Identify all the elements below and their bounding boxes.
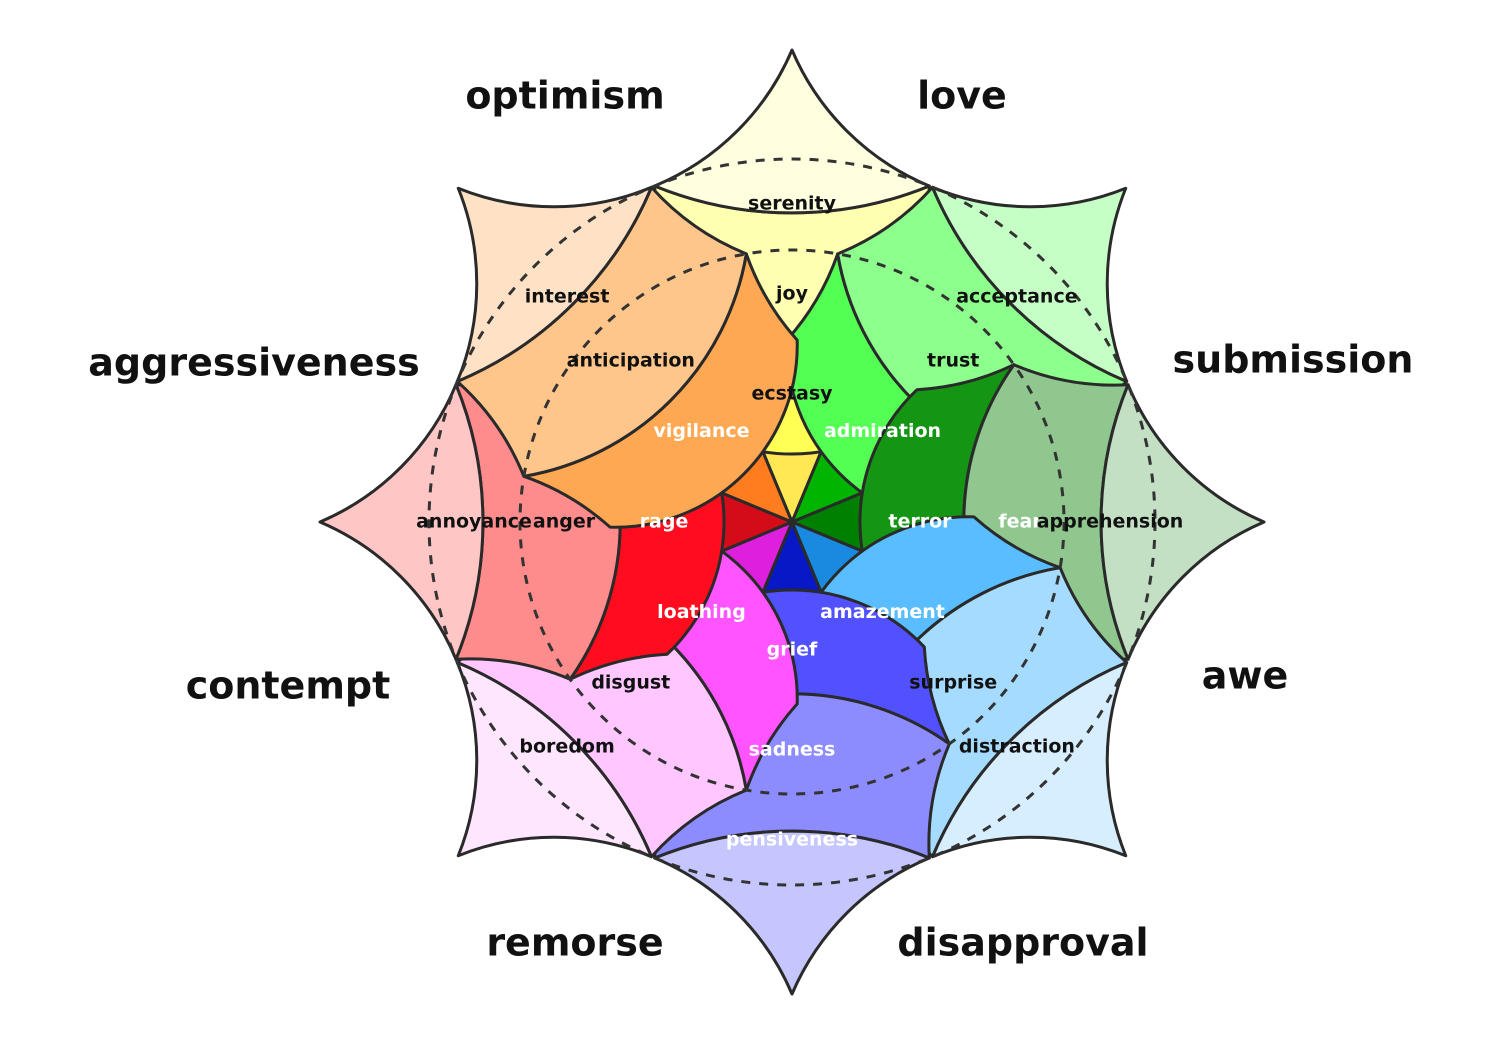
- dyad-label-love: love: [917, 74, 1007, 118]
- emotion-label-terror: terror: [888, 511, 952, 533]
- petal-surprise-tip-segment: [931, 661, 1129, 859]
- emotion-label-anger: anger: [533, 511, 596, 533]
- petal-anger-tip-segment: [318, 383, 485, 661]
- dyad-labels: love submission awe disapproval remorse conte…: [88, 74, 1413, 965]
- emotion-label-vigilance: vigilance: [653, 420, 749, 442]
- emotion-labels: ecstasy joy serenity admiration trust accepta…: [416, 193, 1183, 851]
- petal-sadness-tip-segment: [653, 829, 931, 996]
- emotion-label-anticipation: anticipation: [567, 349, 695, 371]
- petal-trust-tip-segment: [931, 185, 1129, 383]
- dyad-label-remorse: remorse: [486, 921, 663, 965]
- emotion-label-fear: fear: [998, 511, 1042, 533]
- emotion-label-acceptance: acceptance: [956, 286, 1077, 308]
- emotion-label-joy: joy: [775, 283, 809, 305]
- dyad-label-submission: submission: [1173, 338, 1414, 382]
- emotion-label-distraction: distraction: [959, 735, 1075, 757]
- emotion-label-pensiveness: pensiveness: [726, 829, 858, 851]
- dyad-label-aggressiveness: aggressiveness: [88, 341, 419, 385]
- dyad-label-awe: awe: [1202, 654, 1289, 698]
- emotion-label-rage: rage: [640, 511, 689, 533]
- emotion-label-amazement: amazement: [820, 601, 945, 623]
- dyad-label-contempt: contempt: [186, 664, 391, 708]
- dyad-label-disapproval: disapproval: [897, 921, 1148, 965]
- guide-circles: [427, 157, 1157, 887]
- emotion-label-apprehension: apprehension: [1037, 511, 1184, 533]
- emotion-label-interest: interest: [525, 286, 610, 308]
- emotion-label-serenity: serenity: [748, 193, 837, 215]
- emotion-label-boredom: boredom: [519, 735, 614, 757]
- emotion-label-admiration: admiration: [824, 420, 941, 442]
- emotion-label-trust: trust: [927, 349, 979, 371]
- petal-disgust-tip-segment: [455, 661, 653, 859]
- emotion-label-surprise: surprise: [909, 672, 997, 694]
- petals: [318, 48, 1266, 996]
- emotion-label-disgust: disgust: [591, 672, 670, 694]
- inner-guide-circle: [518, 248, 1066, 796]
- emotion-label-sadness: sadness: [749, 739, 836, 761]
- emotion-label-ecstasy: ecstasy: [751, 383, 833, 405]
- emotion-label-loathing: loathing: [657, 601, 746, 623]
- petal-anticipation-tip-segment: [455, 185, 653, 383]
- petal-fear-tip-segment: [1099, 383, 1266, 661]
- emotion-label-annoyance: annoyance: [416, 511, 532, 533]
- dyad-label-optimism: optimism: [465, 74, 664, 118]
- petal-joy-tip-segment: [653, 48, 931, 215]
- outer-guide-circle: [427, 157, 1157, 887]
- emotion-label-grief: grief: [767, 639, 818, 661]
